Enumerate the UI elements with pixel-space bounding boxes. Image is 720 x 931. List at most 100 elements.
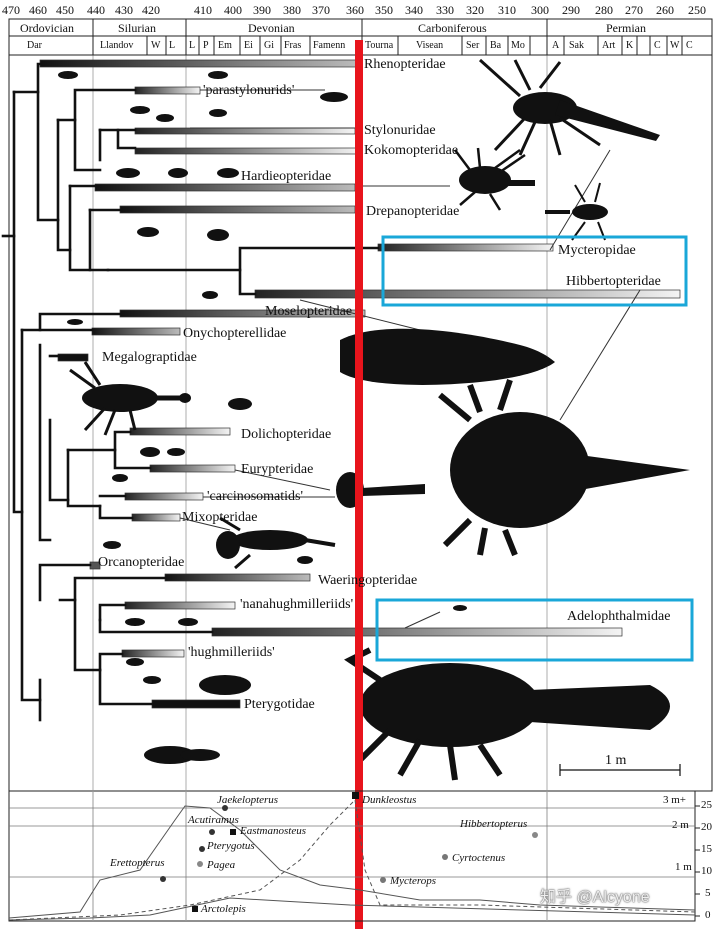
stage-label: Ei bbox=[244, 41, 253, 51]
tick-label: 310 bbox=[498, 4, 516, 16]
family-label: Rhenopteridae bbox=[364, 58, 446, 72]
silhouette-hibbertopteridae-a bbox=[340, 329, 555, 385]
period-label: Ordovician bbox=[20, 22, 74, 34]
eurypterid-silhouettes bbox=[58, 60, 690, 780]
tick-label: 360 bbox=[346, 4, 364, 16]
genus-label: Arctolepis bbox=[201, 904, 246, 915]
silhouette-megalograptidae bbox=[70, 362, 191, 435]
stage-label: Ba bbox=[490, 41, 501, 51]
tick-label: 400 bbox=[224, 4, 242, 16]
stage-label: Art bbox=[602, 41, 615, 51]
silhouette-hardieopteridae bbox=[116, 168, 239, 178]
genus-label: Erettopterus bbox=[110, 858, 165, 869]
bar-hibbertopteridae bbox=[255, 290, 680, 298]
axis-tick-label: 10 bbox=[701, 866, 712, 877]
stage-label: P bbox=[203, 41, 209, 51]
bar-kokomopteridae bbox=[135, 148, 360, 154]
genus-label: Pagea bbox=[207, 860, 235, 871]
family-label: Dolichopteridae bbox=[241, 428, 331, 442]
tick-label: 380 bbox=[283, 4, 301, 16]
bar-mixopteridae bbox=[132, 514, 180, 521]
size-label: 2 m bbox=[672, 820, 689, 831]
family-label: Moselopteridae bbox=[265, 305, 352, 319]
bar-mycteropidae bbox=[378, 244, 553, 251]
bar-dolichopteridae bbox=[130, 428, 230, 435]
stage-label: Gi bbox=[264, 41, 274, 51]
family-label: Eurypteridae bbox=[241, 463, 313, 477]
stage-label: K bbox=[626, 41, 633, 51]
bar-hardieopteridae bbox=[95, 184, 355, 191]
tick-label: 450 bbox=[56, 4, 74, 16]
bar-stylonuridae bbox=[135, 128, 355, 134]
stage-label: Fras bbox=[284, 41, 301, 51]
silhouette-carcinosomatids bbox=[336, 472, 425, 508]
stage-label: C bbox=[654, 41, 661, 51]
tick-label: 330 bbox=[436, 4, 454, 16]
silhouette-dolichopteridae bbox=[140, 398, 252, 457]
bar-carcinosomatids bbox=[125, 493, 203, 500]
tick-label: 470 bbox=[2, 4, 20, 16]
bar-eurypteridae bbox=[150, 465, 235, 472]
family-label: Mixopteridae bbox=[182, 511, 257, 525]
bar-parastylonurids bbox=[135, 87, 200, 94]
stage-label: C bbox=[686, 41, 693, 51]
bar-nanahughmilleriids bbox=[125, 602, 235, 609]
axis-tick-label: 0 bbox=[705, 910, 711, 921]
bar-megalograptidae bbox=[58, 354, 88, 361]
bar-drepanopteridae bbox=[120, 206, 355, 213]
family-label: Hibbertopteridae bbox=[566, 275, 661, 289]
family-label: Orcanopteridae bbox=[98, 556, 184, 570]
family-label: 'nanahughmilleriids' bbox=[240, 598, 353, 612]
family-label: Mycteropidae bbox=[558, 244, 636, 258]
silhouette-hibbertopteridae-b bbox=[440, 380, 690, 555]
tick-label: 390 bbox=[253, 4, 271, 16]
bar-waeringopteridae bbox=[165, 574, 310, 581]
genus-label: Dunkleostus bbox=[362, 795, 416, 806]
period-label: Permian bbox=[606, 22, 646, 34]
stage-label: A bbox=[552, 41, 559, 51]
axis-tick-label: 25 bbox=[701, 800, 712, 811]
period-label: Carboniferous bbox=[418, 22, 487, 34]
silhouette-kokomopteridae bbox=[455, 148, 535, 210]
stage-label: Sak bbox=[569, 41, 584, 51]
silhouette-rhenopteridae bbox=[58, 71, 228, 79]
family-label: Kokomopteridae bbox=[364, 144, 458, 158]
family-label: Megalograptidae bbox=[102, 351, 197, 365]
tick-label: 280 bbox=[595, 4, 613, 16]
tick-label: 260 bbox=[656, 4, 674, 16]
genus-label: Hibbertopterus bbox=[460, 819, 527, 830]
silhouette-mixopteridae bbox=[216, 518, 335, 568]
genus-label: Jaekelopterus bbox=[217, 795, 278, 806]
family-label: 'carcinosomatids' bbox=[207, 490, 303, 504]
tick-label: 290 bbox=[562, 4, 580, 16]
tick-label: 440 bbox=[87, 4, 105, 16]
stage-label: Llandov bbox=[100, 41, 133, 51]
family-label: Hardieopteridae bbox=[241, 170, 331, 184]
genus-label: Cyrtoctenus bbox=[452, 853, 505, 864]
family-label: Onychopterellidae bbox=[183, 327, 286, 341]
stage-label: Em bbox=[218, 41, 232, 51]
period-label: Devonian bbox=[248, 22, 295, 34]
family-label: 'hughmilleriids' bbox=[188, 646, 275, 660]
bar-hughmilleriids bbox=[122, 650, 184, 657]
stage-label: W bbox=[670, 41, 679, 51]
tick-label: 420 bbox=[142, 4, 160, 16]
genus-label: Pterygotus bbox=[207, 841, 255, 852]
tick-label: 370 bbox=[312, 4, 330, 16]
tick-label: 250 bbox=[688, 4, 706, 16]
stage-label: Famenn bbox=[313, 41, 345, 51]
scale-bar-label: 1 m bbox=[605, 754, 626, 768]
family-label: 'parastylonurids' bbox=[203, 84, 294, 98]
bar-rhenopteridae bbox=[40, 60, 358, 67]
genus-label: Eastmanosteus bbox=[240, 826, 306, 837]
silhouette-hughmilleriids bbox=[126, 658, 251, 695]
size-label: 1 m bbox=[675, 862, 692, 873]
size-label: 3 m+ bbox=[663, 795, 686, 806]
stage-label: L bbox=[189, 41, 195, 51]
stage-label: W bbox=[151, 41, 160, 51]
tick-label: 410 bbox=[194, 4, 212, 16]
watermark: 知乎 @Alcyone bbox=[540, 890, 650, 906]
stage-label: Ser bbox=[466, 41, 479, 51]
stage-label: Mo bbox=[511, 41, 525, 51]
